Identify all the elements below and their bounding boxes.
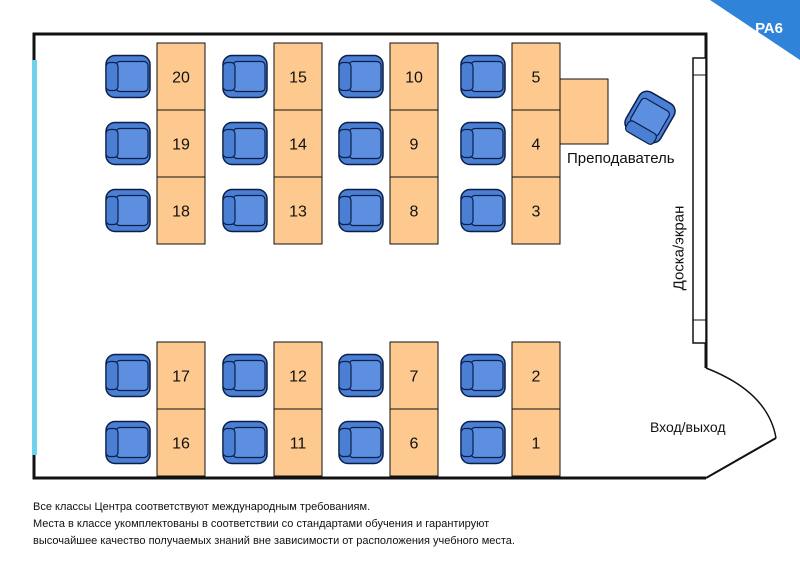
teacher-chair [624, 90, 676, 145]
desk [156, 42, 206, 111]
chair [222, 353, 268, 398]
seat-number: 12 [289, 369, 307, 386]
seat-number: 8 [410, 204, 419, 221]
seat-number: 10 [405, 70, 423, 87]
window [32, 60, 37, 455]
seat-number: 7 [410, 369, 419, 386]
desk [389, 408, 439, 477]
seat-number: 18 [172, 204, 190, 221]
chair [338, 420, 384, 465]
seat-number: 3 [532, 204, 541, 221]
desk [156, 408, 206, 477]
seat-number: 19 [172, 137, 190, 154]
seat-number: 11 [290, 436, 307, 453]
door-leaf [705, 437, 777, 479]
desk [273, 176, 323, 245]
desk [389, 42, 439, 111]
note-line: Места в классе укомплектованы в соответс… [33, 518, 490, 530]
desk [511, 109, 561, 178]
board [692, 57, 707, 344]
board-label: Доска/экран [670, 205, 688, 291]
seat-number: 16 [172, 436, 190, 453]
desk [273, 109, 323, 178]
desk [273, 341, 323, 410]
chair [460, 121, 506, 166]
seat-number: 1 [532, 436, 541, 453]
door-arc [705, 367, 777, 439]
teacher-label: Преподаватель [567, 150, 675, 167]
chair [338, 54, 384, 99]
room-code: РА6 [755, 20, 783, 37]
entrance-label: Вход/выход [650, 419, 726, 435]
desk [511, 42, 561, 111]
note-line: высочайшее качество получаемых знаний вн… [33, 535, 515, 547]
chair [338, 121, 384, 166]
chair [105, 121, 151, 166]
teacher-desk [559, 78, 609, 145]
seat-number: 13 [289, 204, 307, 221]
chair [105, 188, 151, 233]
seat-number: 2 [532, 369, 541, 386]
desk [511, 176, 561, 245]
chair [222, 188, 268, 233]
note-line: Все классы Центра соответствуют междунар… [33, 501, 371, 513]
seat-number: 4 [532, 137, 541, 154]
seat-number: 5 [532, 70, 541, 87]
chair [460, 54, 506, 99]
chair [222, 54, 268, 99]
desk [389, 176, 439, 245]
seat-number: 9 [410, 137, 419, 154]
chair [105, 420, 151, 465]
seat-number: 20 [172, 70, 190, 87]
chair [105, 54, 151, 99]
desk [156, 341, 206, 410]
chair [338, 353, 384, 398]
corner-triangle [710, 0, 800, 60]
seat-number: 14 [289, 137, 307, 154]
seat-group: 20 19 18 15 14 13 10 9 8 5 4 3 17 16 12 11 7 6 2 1 [105, 42, 561, 477]
desk [389, 341, 439, 410]
desk [511, 408, 561, 477]
chair [460, 188, 506, 233]
chair [460, 353, 506, 398]
chair [460, 420, 506, 465]
seat-number: 15 [289, 70, 307, 87]
seat-number: 6 [410, 436, 419, 453]
seat-number: 17 [172, 369, 190, 386]
desk [273, 408, 323, 477]
desk [156, 176, 206, 245]
chair [105, 353, 151, 398]
chair [222, 420, 268, 465]
desk [273, 42, 323, 111]
chair [222, 121, 268, 166]
chair [338, 188, 384, 233]
